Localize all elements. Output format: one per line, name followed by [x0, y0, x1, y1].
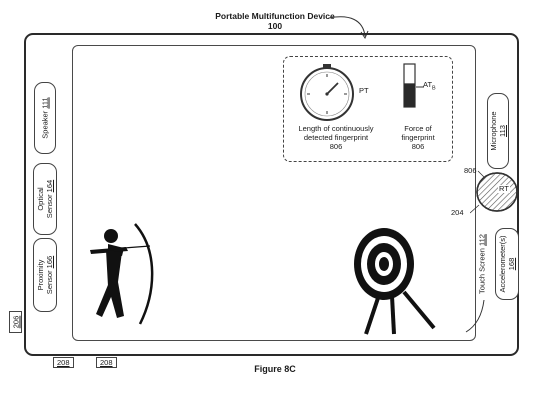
force-caption-line2: fingerprint [401, 133, 435, 142]
microphone-label: Microphone [489, 111, 498, 151]
archery-target-icon [354, 228, 436, 335]
force-gauge-fill [404, 83, 415, 107]
optical-sensor-component: Optical Sensor 164 [33, 163, 57, 235]
speaker-component: Speaker 111 [34, 82, 56, 154]
contact-leader-lines [470, 170, 485, 214]
force-caption-ref: 806 [411, 142, 425, 151]
proximity-sensor-component: Proximity Sensor 166 [33, 238, 57, 312]
device-number: 100 [267, 21, 283, 31]
optical-sensor-label-2: Sensor [45, 194, 54, 219]
touch-screen-label: Touch Screen [477, 248, 487, 294]
force-threshold-sub: B [432, 85, 436, 92]
fingerprint-contact-icon [476, 172, 518, 212]
accelerometer-component: Accelerometer(s) 168 [495, 228, 519, 300]
touch-screen-label-group: Touch Screen 112 [475, 222, 489, 306]
timer-caption-line1: Length of continuously [298, 124, 374, 133]
touch-screen-ref: 112 [477, 234, 487, 246]
device-title: Portable Multifunction Device 100 [150, 11, 400, 31]
contact-label: RT [498, 184, 510, 193]
device-title-text: Portable Multifunction Device [215, 11, 335, 21]
optical-sensor-ref: 164 [45, 179, 54, 193]
speaker-label: Speaker [40, 110, 50, 139]
timer-caption-line2: detected fingerprint [303, 133, 369, 142]
device-frame [24, 33, 519, 356]
ref-side-label: 206 [11, 315, 20, 329]
force-caption: Force of fingerprint 806 [388, 124, 448, 151]
timer-label: PT [359, 86, 369, 95]
microphone-ref: 113 [498, 125, 507, 137]
ref-tag-bottom-right: 208 [96, 357, 117, 368]
speaker-ref: 111 [40, 97, 50, 109]
ref-tag-side: 206 [9, 311, 22, 333]
stopwatch-icon [300, 64, 354, 121]
optical-sensor-label: Optical [36, 187, 45, 211]
proximity-sensor-ref: 166 [45, 255, 54, 269]
touch-screen-leader-line [465, 299, 485, 333]
proximity-sensor-label-2: Sensor [45, 270, 54, 295]
figure-caption: Figure 8C [254, 364, 296, 374]
accelerometer-label: Accelerometer(s) [498, 235, 507, 293]
force-threshold-marker [416, 86, 424, 88]
force-threshold-label: ATB [423, 80, 436, 92]
touch-screen[interactable] [72, 45, 476, 341]
ref-tag-bottom-left: 208 [53, 357, 74, 368]
contact-ref-outer: 806 [464, 166, 477, 175]
contact-ref-inner: 204 [451, 208, 464, 217]
archer-icon [90, 223, 154, 325]
force-caption-line1: Force of [404, 124, 432, 133]
force-gauge-icon [403, 63, 416, 108]
accelerometer-ref: 168 [507, 257, 516, 271]
indicator-panel [283, 56, 453, 162]
proximity-sensor-label: Proximity [36, 259, 45, 291]
timer-caption: Length of continuously detected fingerpr… [287, 124, 385, 151]
timer-caption-ref: 806 [329, 142, 343, 151]
microphone-component: Microphone 113 [487, 93, 509, 169]
force-threshold-main: AT [423, 80, 433, 89]
